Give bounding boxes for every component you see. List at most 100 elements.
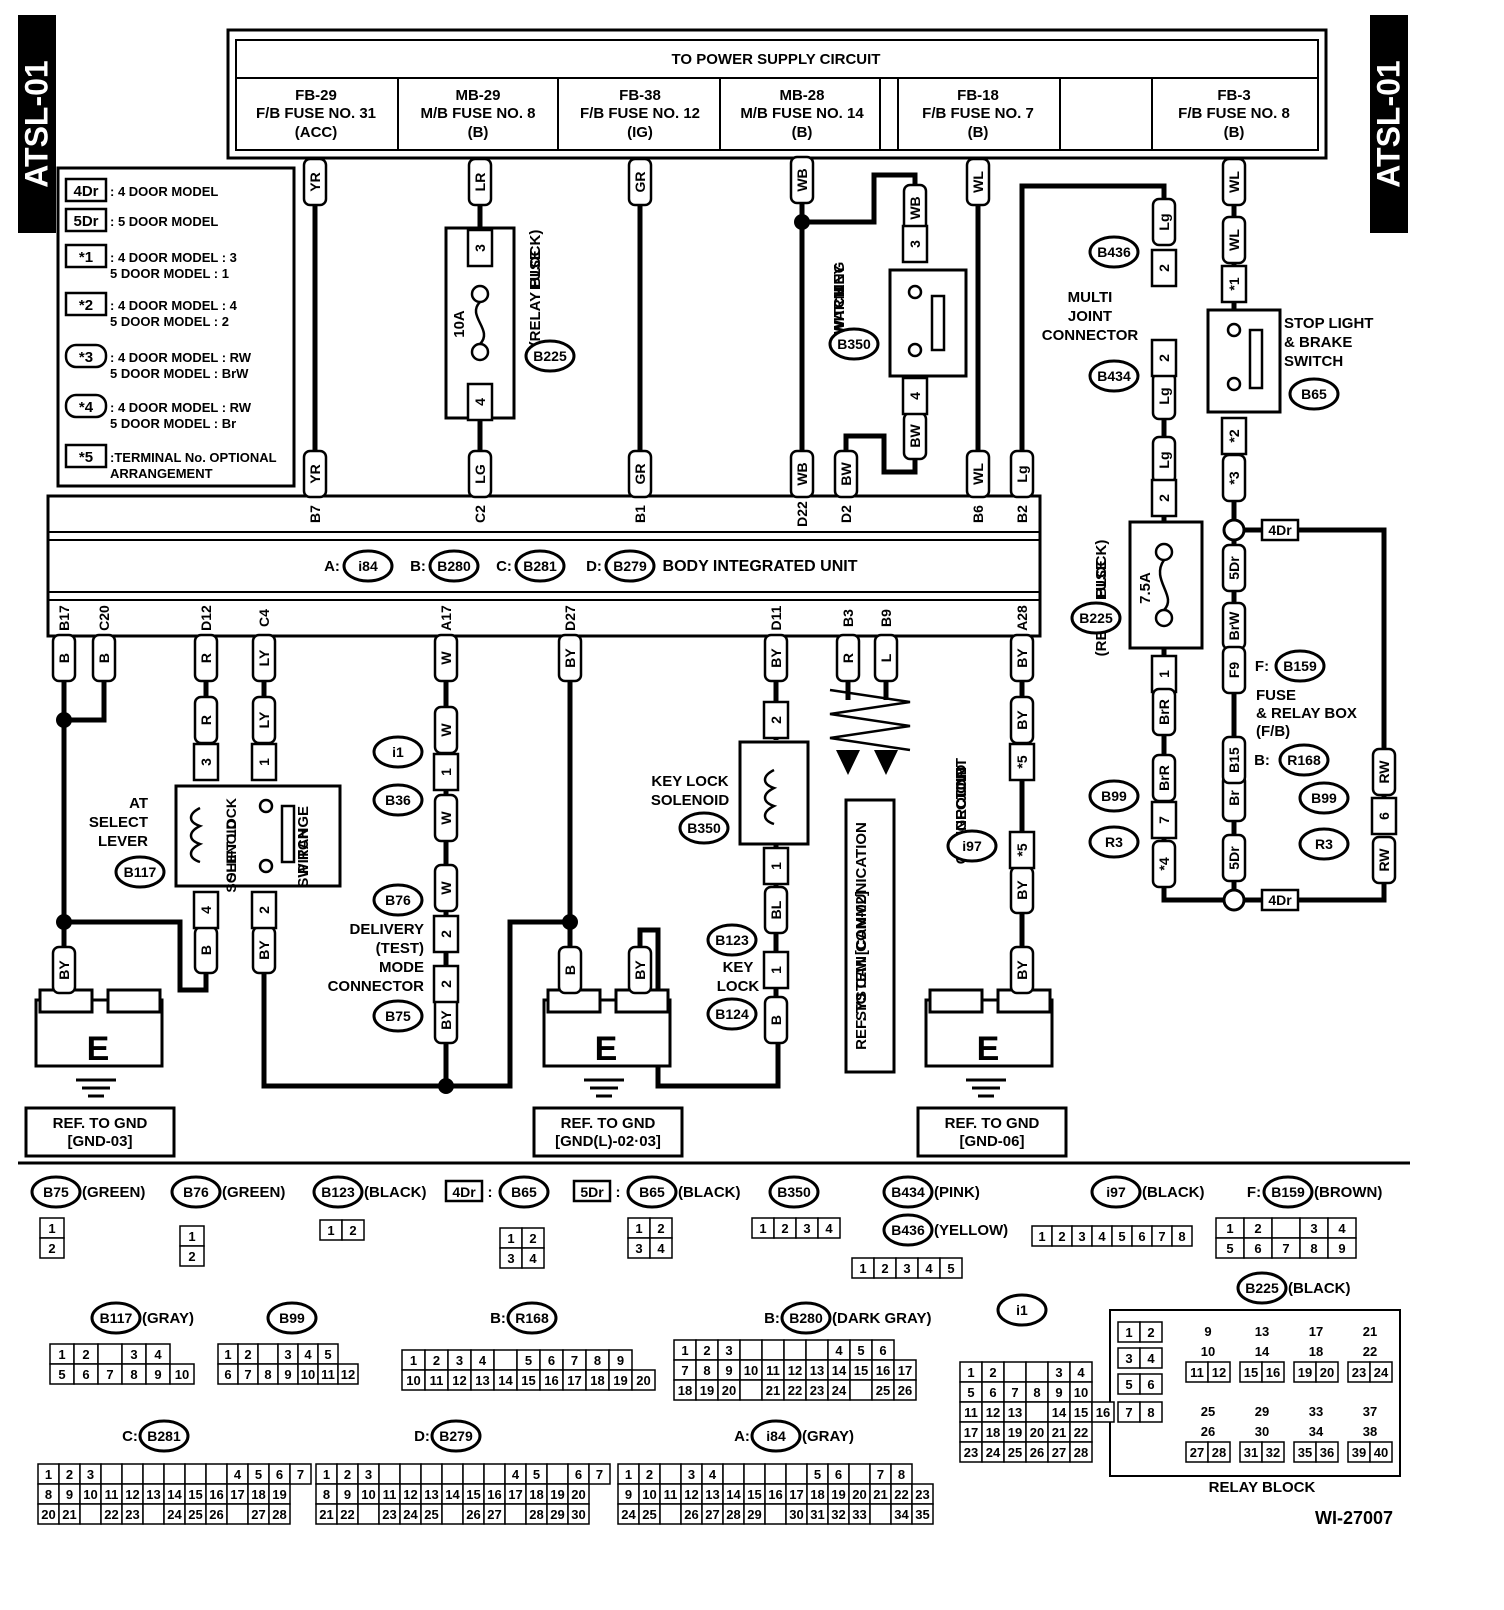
- pin-number: 5: [533, 1467, 540, 1482]
- pin-cell: [805, 1339, 829, 1361]
- connector-view-prefix: B:: [490, 1310, 506, 1327]
- pin-number: 5: [814, 1467, 821, 1482]
- connector-id: B124: [715, 1006, 749, 1022]
- wire-color-label: GR: [632, 464, 648, 485]
- pin-number: 24: [621, 1507, 636, 1522]
- wire-color-label-box: [51, 633, 77, 683]
- pin-cell: [631, 1369, 656, 1391]
- wire-color-label: Lg: [1156, 213, 1172, 230]
- wire-color-label-box: [467, 157, 493, 207]
- fuse-id: FB-38: [619, 87, 661, 104]
- wire-color-label-box: [1151, 687, 1177, 737]
- connector-id: B75: [385, 1008, 411, 1024]
- connector-pin: 7: [1156, 816, 1172, 824]
- pin-number: 18: [986, 1425, 1000, 1440]
- fuse-symbols: [189, 284, 1264, 874]
- shift-lock-pin-box: [250, 890, 278, 930]
- wire-color-label-box: [965, 157, 991, 207]
- wire-color-label: 5Dr: [1226, 846, 1242, 870]
- fuse-pin: 2: [1156, 494, 1172, 502]
- fuse-power-type: (B): [468, 124, 489, 141]
- pin-cell: [1327, 1237, 1357, 1259]
- pin-number: 8: [264, 1367, 271, 1382]
- pin-number: 22: [104, 1507, 118, 1522]
- connector-view-color: (GRAY): [802, 1428, 854, 1445]
- pin-number: 1: [625, 1467, 632, 1482]
- relay-pin-number: 12: [1212, 1365, 1226, 1380]
- diagram-code-tag-right: ATSL-01: [1370, 15, 1408, 233]
- i1-pin: 1: [438, 768, 454, 776]
- pin-number: 10: [301, 1367, 315, 1382]
- pin-number: 3: [635, 1241, 642, 1256]
- pin-cell: [764, 1463, 787, 1485]
- connector-view-model: 4Dr: [452, 1184, 476, 1200]
- pin-cell: [567, 1503, 590, 1525]
- pin-number: 3: [725, 1343, 732, 1358]
- biu-bottom-pin: B3: [840, 609, 856, 627]
- biu-connector-id-oval: [342, 549, 394, 583]
- wire-color-label: BY: [56, 960, 72, 980]
- pin-number: 1: [967, 1365, 974, 1380]
- connector-view-id-oval: [170, 1175, 222, 1209]
- pin-number: 8: [594, 1353, 601, 1368]
- connector-view-id: i84: [766, 1428, 786, 1444]
- wire-color-label: WL: [1226, 171, 1242, 193]
- connector-id: R168: [1287, 752, 1321, 768]
- biu-connector-id: B281: [523, 558, 557, 574]
- pin-number: 29: [747, 1507, 761, 1522]
- pin-number: 10: [361, 1487, 375, 1502]
- pin-number: 23: [915, 1487, 929, 1502]
- wire-color-label-box: [1371, 747, 1397, 797]
- pin-number: 15: [854, 1363, 868, 1378]
- joint-ground-pin: *5: [1014, 755, 1030, 768]
- connector-id: B434: [1097, 368, 1131, 384]
- connector-view-id: B350: [777, 1184, 811, 1200]
- pin-number: 11: [105, 1487, 119, 1502]
- legend-key: *5: [79, 449, 93, 466]
- wire-color-label-box: [1221, 215, 1247, 265]
- relay-pin-cell: [1139, 1373, 1163, 1395]
- fuse-relay-box-label: & RELAY BOX: [1256, 705, 1357, 722]
- pin-number: 15: [521, 1373, 535, 1388]
- stop-switch-pin: *1: [1226, 277, 1242, 290]
- pin-number: 7: [297, 1467, 304, 1482]
- ground-connectors: [34, 988, 1054, 1068]
- wire-color-label-box: [789, 155, 815, 205]
- connector-view-colon: :: [488, 1184, 493, 1201]
- model-tag: 4Dr: [1268, 522, 1292, 538]
- connector-id: B436: [1097, 244, 1131, 260]
- pin-number: 9: [344, 1487, 351, 1502]
- pin-cell: [1025, 1401, 1049, 1423]
- pin-number: 8: [1178, 1229, 1185, 1244]
- pin-number: 16: [1096, 1405, 1110, 1420]
- pin-number: 9: [617, 1353, 624, 1368]
- pin-number: 18: [810, 1487, 824, 1502]
- biu-connector-id: B279: [613, 558, 647, 574]
- wire-color-label: RW: [1376, 848, 1392, 872]
- relay-pin-number: 21: [1363, 1324, 1377, 1339]
- pin-number: 12: [986, 1405, 1000, 1420]
- wire-color-label: WL: [970, 171, 986, 193]
- multi-joint-pin-box: [1150, 248, 1178, 288]
- pin-cell: [257, 1343, 279, 1365]
- wire-color-label-box: [433, 633, 459, 683]
- can-reference-label: REF. TO CAN COMMUNICATION: [853, 822, 870, 1050]
- pin-number: 17: [789, 1487, 803, 1502]
- pin-cell: [169, 1363, 195, 1385]
- stop-switch-pin-box: [1220, 264, 1248, 304]
- biu-top-pin: C2: [472, 505, 488, 523]
- legend-text: 5 DOOR MODEL : Br: [110, 416, 236, 431]
- pin-number: 12: [125, 1487, 139, 1502]
- pin-number: 18: [251, 1487, 265, 1502]
- pin-number: 11: [321, 1367, 335, 1382]
- pin-number: 9: [1338, 1241, 1345, 1256]
- connector-view-prefix: D:: [414, 1428, 430, 1445]
- pin-number: 4: [925, 1261, 933, 1276]
- pin-number: 3: [365, 1467, 372, 1482]
- relay-pin-number: 33: [1309, 1404, 1323, 1419]
- pin-number: 21: [62, 1507, 76, 1522]
- connector-view-id-oval: [90, 1301, 142, 1335]
- pin-cell: [462, 1463, 485, 1485]
- pin-cell: [869, 1503, 892, 1525]
- connector-id: B159: [1283, 658, 1317, 674]
